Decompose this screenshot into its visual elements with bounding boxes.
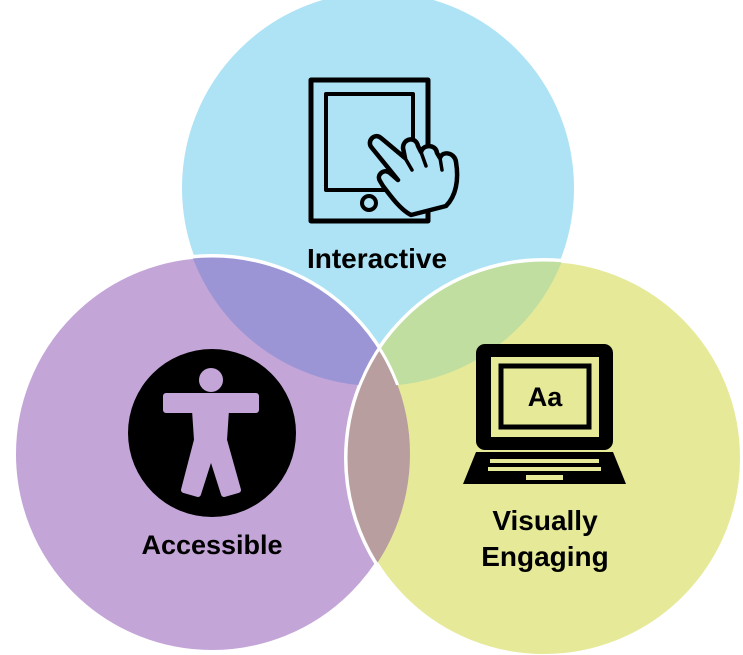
- visual-label-line-1: Visually: [492, 505, 598, 536]
- divider-arc-right: [344, 258, 410, 652]
- accessible-label: Accessible: [141, 530, 283, 560]
- divider-arc-left: [180, 254, 412, 386]
- laptop-icon: Aa: [463, 344, 626, 484]
- interactive-label: Interactive: [306, 243, 448, 274]
- overlap-interactive-visual: [346, 260, 576, 386]
- visual-label-line-2: Engaging: [481, 541, 609, 572]
- accessibility-icon: [128, 349, 296, 517]
- laptop-screen-text: Aa: [528, 382, 563, 412]
- divider-arc-right-top: [344, 258, 576, 386]
- tablet-touch-icon: [308, 77, 460, 224]
- overlap-interactive-accessible: [180, 256, 410, 386]
- visual-label: Visually Engaging: [463, 503, 627, 575]
